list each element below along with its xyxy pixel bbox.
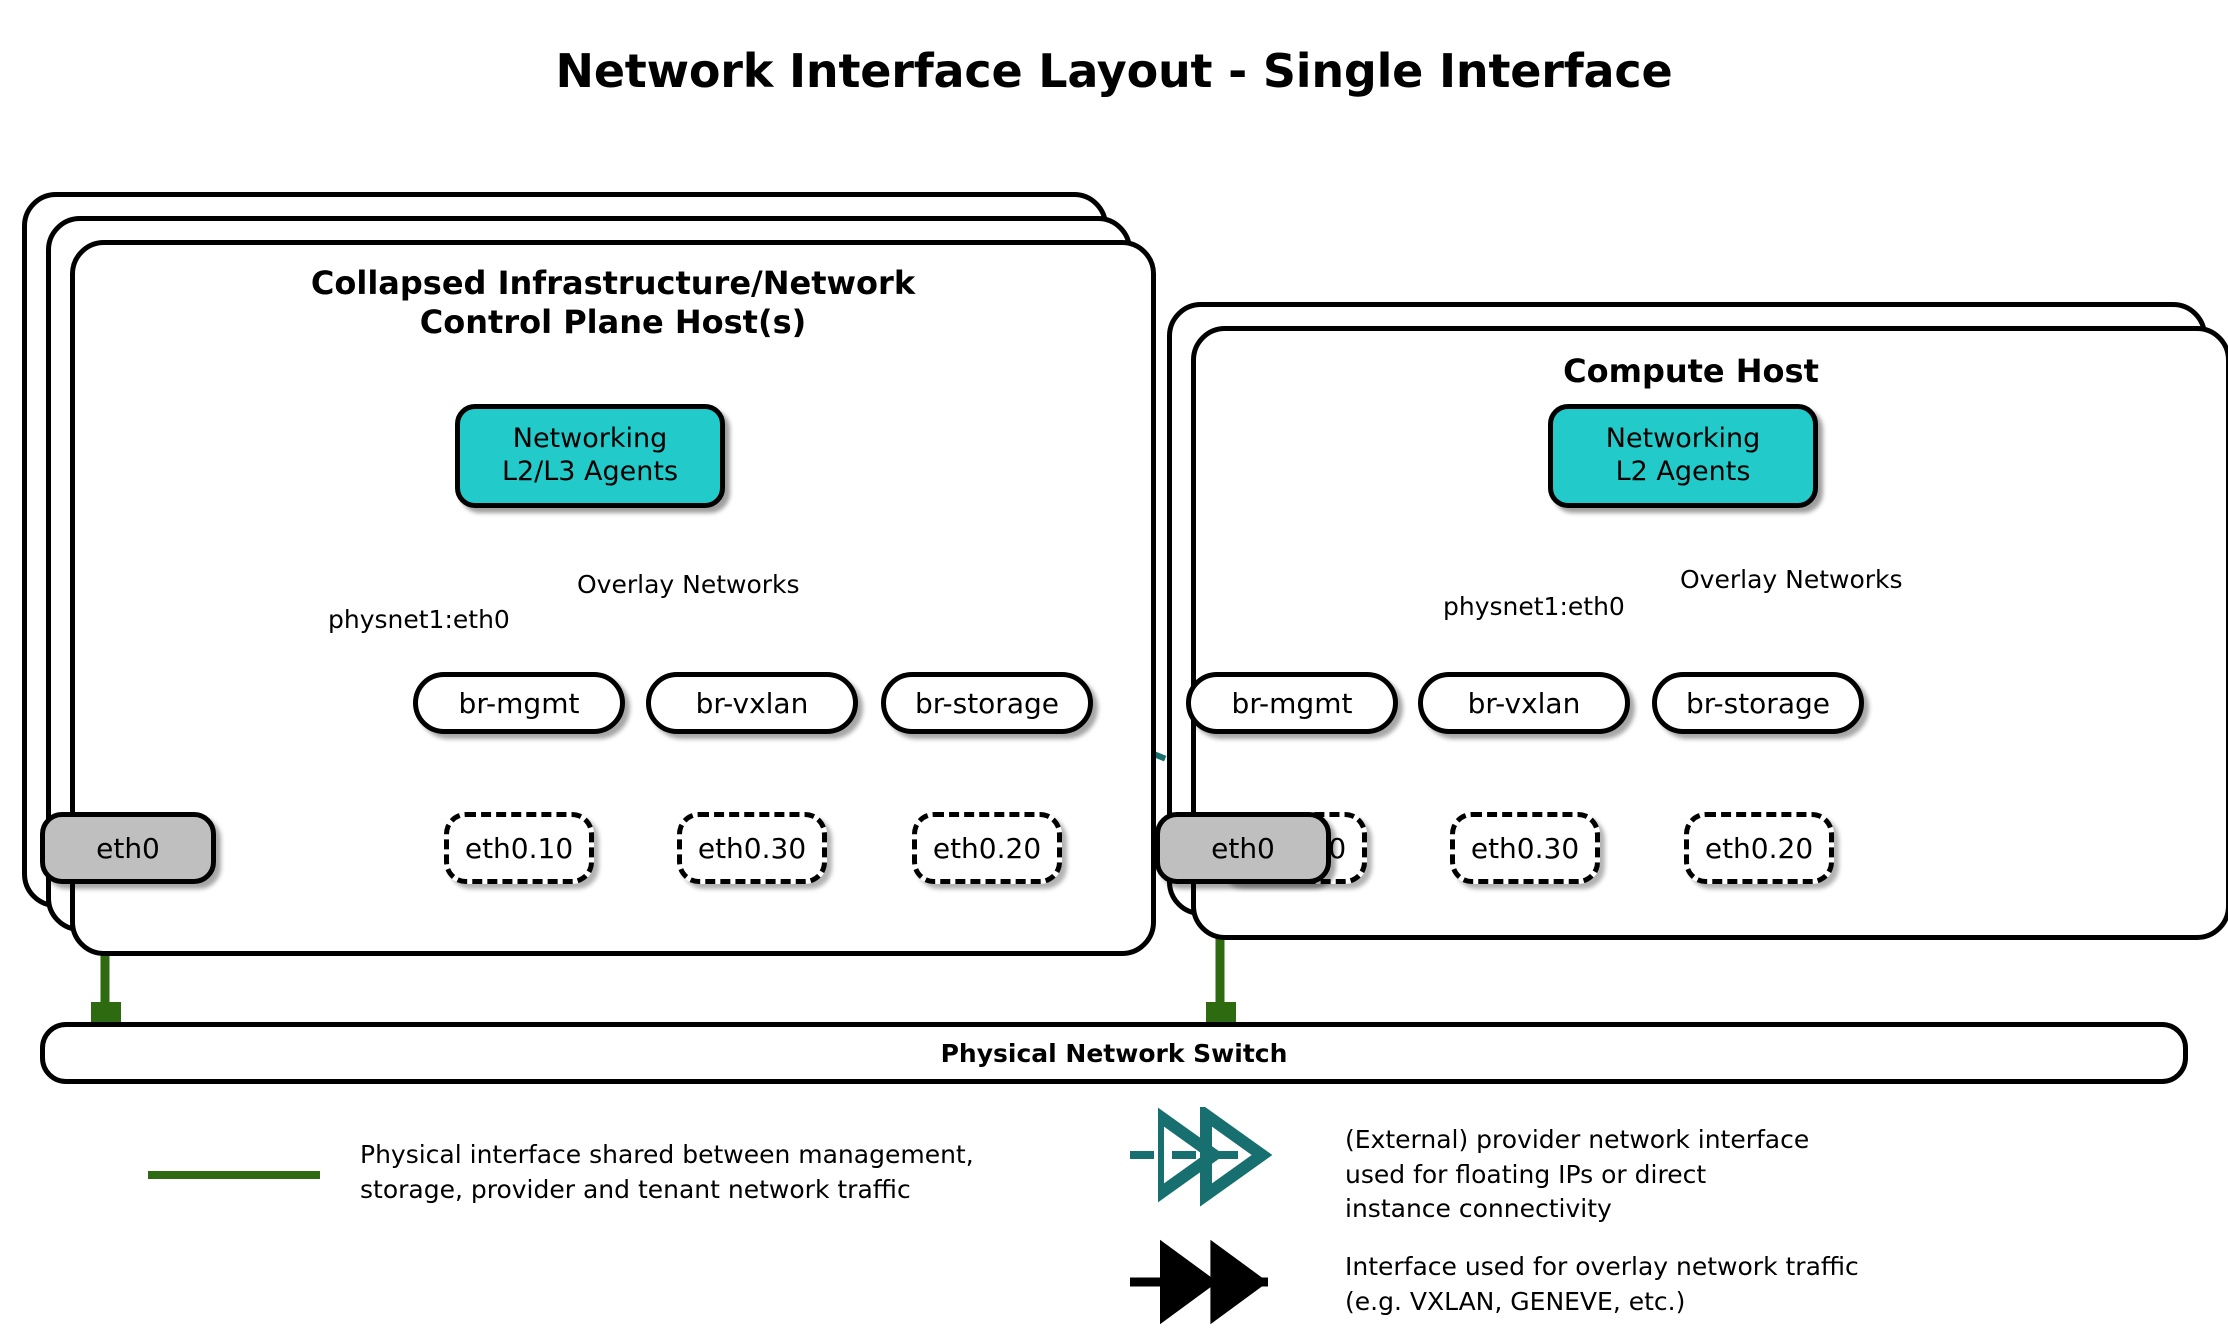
physical-network-switch[interactable]: Physical Network Switch <box>40 1022 2188 1084</box>
bridge-label: br-storage <box>915 686 1059 720</box>
vlan-label: eth0.30 <box>697 831 807 865</box>
control-plane-bridge-br-vxlan[interactable]: br-vxlan <box>646 672 858 734</box>
control-plane-provider-label: physnet1:eth0 <box>328 605 510 634</box>
control-plane-nic-eth0[interactable]: eth0 <box>40 812 216 884</box>
control-plane-vlan-eth0-10[interactable]: eth0.10 <box>444 812 594 884</box>
bridge-label: br-mgmt <box>458 686 580 720</box>
vlan-label: eth0.20 <box>932 831 1042 865</box>
vlan-label: eth0.30 <box>1470 831 1580 865</box>
compute-host-title: Compute Host <box>1563 352 1819 390</box>
switch-label: Physical Network Switch <box>940 1038 1288 1068</box>
compute-vlan-eth0-30[interactable]: eth0.30 <box>1450 812 1600 884</box>
nic-label: eth0 <box>1211 831 1275 865</box>
control-plane-agent-box[interactable]: Networking L2/L3 Agents <box>455 404 725 508</box>
compute-agent-box[interactable]: Networking L2 Agents <box>1548 404 1818 508</box>
vlan-label: eth0.20 <box>1704 831 1814 865</box>
bridge-label: br-storage <box>1686 686 1830 720</box>
control-plane-bridge-br-storage[interactable]: br-storage <box>881 672 1093 734</box>
legend-physical-interface-text: Physical interface shared between manage… <box>360 1140 974 1204</box>
compute-overlay-label: Overlay Networks <box>1680 565 1903 594</box>
bridge-label: br-mgmt <box>1231 686 1353 720</box>
compute-agent-line1: Networking <box>1605 423 1761 455</box>
control-plane-bridge-br-mgmt[interactable]: br-mgmt <box>413 672 625 734</box>
compute-bridge-br-storage[interactable]: br-storage <box>1652 672 1864 734</box>
legend-overlay-interface-text: Interface used for overlay network traff… <box>1345 1252 1859 1316</box>
vlan-label: eth0.10 <box>464 831 574 865</box>
control-plane-overlay-label: Overlay Networks <box>577 570 800 599</box>
compute-bridge-br-vxlan[interactable]: br-vxlan <box>1418 672 1630 734</box>
compute-agent-line2: L2 Agents <box>1615 456 1751 487</box>
nic-label: eth0 <box>96 831 160 865</box>
compute-vlan-eth0-20[interactable]: eth0.20 <box>1684 812 1834 884</box>
compute-nic-eth0[interactable]: eth0 <box>1155 812 1331 884</box>
control-plane-agent-line1: Networking <box>512 423 668 455</box>
bridge-label: br-vxlan <box>695 686 809 720</box>
control-plane-vlan-eth0-30[interactable]: eth0.30 <box>677 812 827 884</box>
control-plane-host-title: Collapsed Infrastructure/Network Control… <box>310 264 916 342</box>
compute-bridge-br-mgmt[interactable]: br-mgmt <box>1186 672 1398 734</box>
control-plane-vlan-eth0-20[interactable]: eth0.20 <box>912 812 1062 884</box>
compute-provider-label: physnet1:eth0 <box>1443 592 1625 621</box>
bridge-label: br-vxlan <box>1467 686 1581 720</box>
page-title: Network Interface Layout - Single Interf… <box>555 44 1673 98</box>
legend-provider-interface-text: (External) provider network interface us… <box>1345 1125 1810 1223</box>
control-plane-agent-line2: L2/L3 Agents <box>501 456 679 487</box>
